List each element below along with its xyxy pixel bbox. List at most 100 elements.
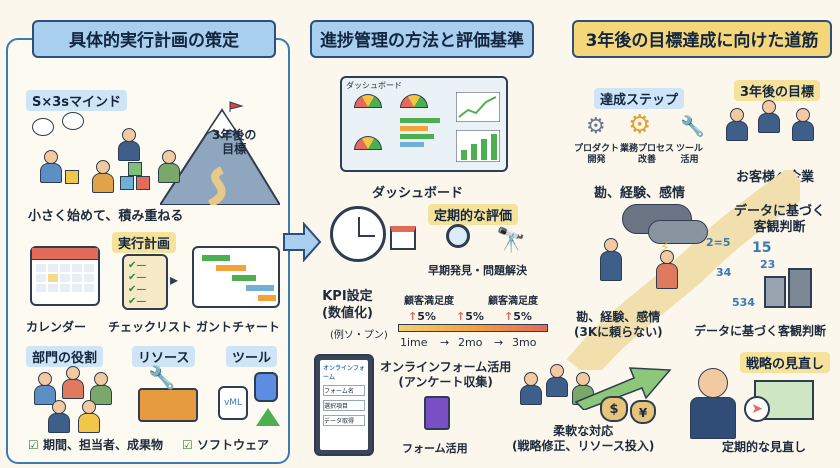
binoculars-icon: 🔭 xyxy=(496,226,526,254)
person-figure xyxy=(656,250,678,289)
timeline-1: 1ime xyxy=(400,336,428,349)
check-software-text: ソフトウェア xyxy=(196,438,269,452)
num-3: 23 xyxy=(760,258,776,271)
step-tools: ツール 活用 xyxy=(676,144,704,165)
check-icon: ☑ xyxy=(28,438,39,452)
magnifier-icon xyxy=(446,224,470,248)
person-figure xyxy=(34,372,56,405)
resources-heading: リソース xyxy=(132,346,196,367)
dashboard-label: ダッシュボード xyxy=(372,186,464,201)
person-figure xyxy=(90,372,112,405)
dashboard-tab: ダッシュボード xyxy=(346,81,402,90)
pct-3: ↑5% xyxy=(504,310,532,323)
wrench-icon: 🔧 xyxy=(148,366,176,391)
person-figure xyxy=(546,364,568,397)
wrench-icon: 🔧 xyxy=(680,114,705,138)
line-chart-icon xyxy=(456,92,500,122)
goal-mountain-label: 3年後の 目標 xyxy=(212,128,257,156)
gauge-icon xyxy=(400,94,428,108)
data-based-label: データに基づく 客観判断 xyxy=(734,204,826,235)
gear-icon: ⚙ xyxy=(586,114,606,139)
csat-label-1: 顧客満足度 xyxy=(404,296,454,307)
num-5: 534 xyxy=(732,296,755,309)
pct-3-text: 5% xyxy=(513,310,532,323)
pct-2-text: 5% xyxy=(465,310,484,323)
periodic-evaluation: 定期的な評価 xyxy=(428,204,519,225)
vml-file-icon: vML xyxy=(218,386,248,420)
road-path xyxy=(566,170,800,370)
form-screen-title: オンラインフォーム xyxy=(323,365,365,381)
person-figure xyxy=(118,128,140,161)
drive-icon xyxy=(256,408,280,426)
data-based-label-2: データに基づく客観判断 xyxy=(694,324,827,338)
kpi-example: (例ソ・プン) xyxy=(330,330,388,341)
pct-1-text: 5% xyxy=(417,310,436,323)
flex-label: 柔軟な対応 (戦略修正、リソース投入) xyxy=(512,424,655,453)
step-product: プロダクト 開発 xyxy=(574,144,620,165)
gauge-icon xyxy=(354,94,382,108)
gantt-chart-icon xyxy=(192,246,280,308)
left-banner: 具体的実行計画の策定 xyxy=(32,20,276,58)
num-2: 15 xyxy=(752,240,772,256)
online-form-heading: オンラインフォーム活用 (アンケート収集) xyxy=(380,360,512,389)
check-period: ☑ 期間、担当者、成果物 xyxy=(28,436,163,453)
tool-label-gantt: ガントチャート xyxy=(196,320,280,334)
form-use-label: フォーム活用 xyxy=(402,442,468,455)
person-figure xyxy=(726,108,748,141)
not-3k-label: 勘、経験、感情 (3Kに頼らない) xyxy=(574,310,663,339)
person-figure xyxy=(40,150,62,183)
mindset-label: S×3sマインド xyxy=(26,90,128,111)
mountain-illustration xyxy=(160,101,280,205)
arrow-right-icon: ▸ xyxy=(170,270,179,289)
form-field: データ取得 xyxy=(323,415,365,426)
tool-label-calendar: カレンダー xyxy=(26,320,87,334)
gear-icon: ⚙ xyxy=(628,110,652,140)
person-figure xyxy=(758,100,780,133)
compass-icon: ➤ xyxy=(744,396,770,422)
money-bag-dollar: $ xyxy=(600,396,628,422)
gauge-icon xyxy=(354,136,382,150)
clock-icon xyxy=(330,206,386,262)
checklist-icon: ✔— ✔— ✔— ✔— xyxy=(122,254,168,310)
steps-heading: 達成ステップ xyxy=(594,88,685,109)
dashboard-monitor: ダッシュボード xyxy=(340,76,508,172)
timeline-3: 3mo xyxy=(512,336,537,349)
timeline-2: 2mo xyxy=(458,336,483,349)
block xyxy=(120,176,134,190)
early-detection: 早期発見・問題解決 xyxy=(428,264,527,277)
block xyxy=(65,170,79,184)
person-figure xyxy=(78,400,100,433)
person-figure xyxy=(158,150,180,183)
csat-label-2: 顧客満足度 xyxy=(488,296,538,307)
block xyxy=(136,176,150,190)
lightning-icon: ⚡ xyxy=(660,240,670,256)
forms-icon xyxy=(424,396,450,430)
check-software: ☑ ソフトウェア xyxy=(182,436,269,453)
intuition-label: 勘、経験、感情 xyxy=(594,186,686,201)
person-figure xyxy=(792,108,814,141)
tool-heading: ツール xyxy=(226,346,278,367)
review-heading: 戦略の見直し xyxy=(740,352,831,373)
document-icon xyxy=(254,372,278,402)
person-figure xyxy=(600,238,622,281)
flow-arrow-icon xyxy=(283,222,322,262)
pct-2: ↑5% xyxy=(456,310,484,323)
plan-heading: 実行計画 xyxy=(112,232,177,253)
check-icon: ☑ xyxy=(182,438,193,452)
bar-list xyxy=(400,118,440,147)
calendar-icon xyxy=(30,246,100,306)
toolbox-icon xyxy=(138,388,198,422)
form-field: フォーム名 xyxy=(323,385,365,396)
bar-chart-icon xyxy=(456,130,500,162)
timeline-arrow-2: → xyxy=(494,336,504,349)
server-icon xyxy=(788,268,812,308)
middle-banner: 進捗管理の方法と評価基準 xyxy=(310,20,534,58)
check-period-text: 期間、担当者、成果物 xyxy=(42,438,163,452)
roles-heading: 部門の役割 xyxy=(26,346,104,367)
tool-label-checklist: チェックリスト xyxy=(108,320,193,334)
num-1: 2=5 xyxy=(706,236,731,249)
step-process: 業務プロセス 改善 xyxy=(620,144,675,165)
person-figure xyxy=(62,366,84,399)
person-figure xyxy=(690,368,736,439)
right-banner: 3年後の目標達成に向けた道筋 xyxy=(572,20,832,58)
